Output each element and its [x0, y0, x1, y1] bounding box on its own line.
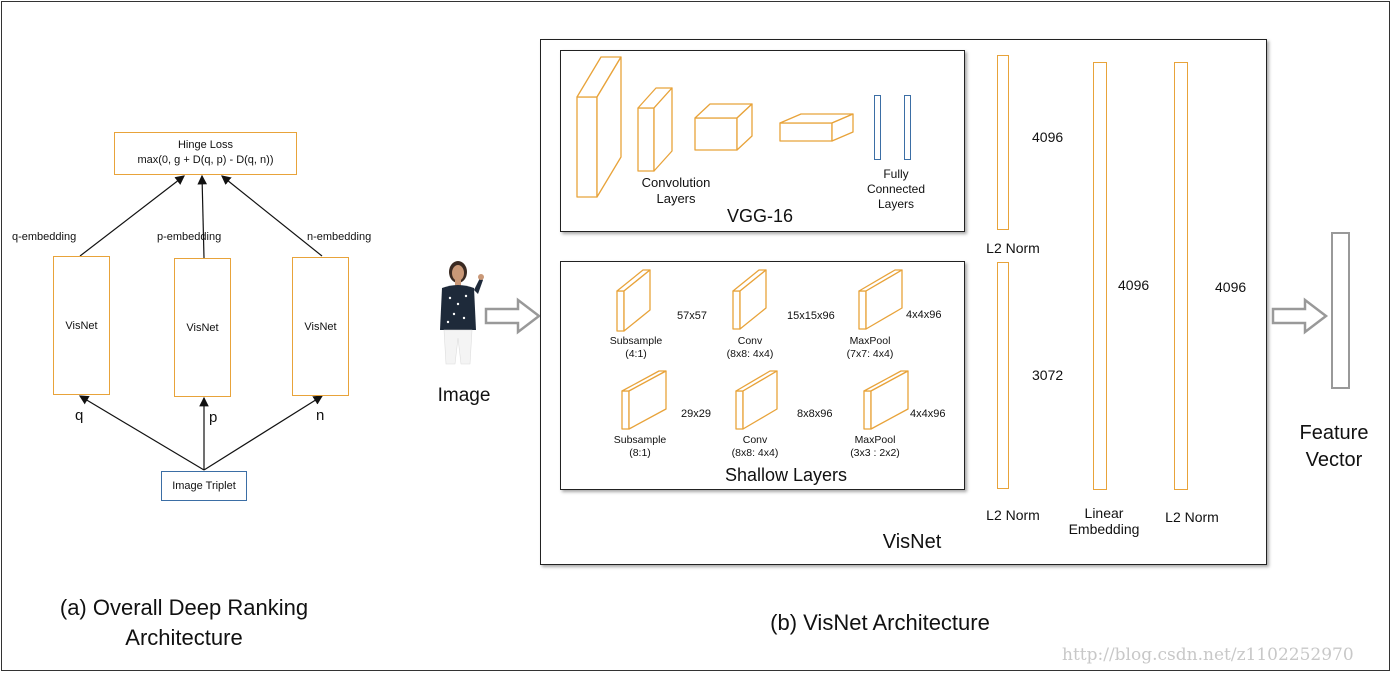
l2norm-bottom-label: L2 Norm [986, 507, 1040, 523]
l2norm-shallow-bar [997, 262, 1009, 489]
subsample-4-label: Subsample [609, 335, 663, 347]
shallow-layers-graphic [616, 269, 909, 430]
triplet-n-arrow [203, 395, 324, 471]
n-embedding-label: n-embedding [307, 231, 372, 243]
output-arrow [1271, 297, 1329, 335]
fc-layer-1 [874, 95, 881, 160]
maxpool-2-size: 4x4x96 [910, 408, 946, 420]
input-person-image [440, 261, 484, 365]
feature-vector-bar [1331, 232, 1350, 389]
subsample-4-param: (4:1) [625, 348, 647, 360]
subsample-8-label: Subsample [613, 434, 667, 446]
conv-2-label: Conv [742, 434, 768, 446]
feature-vector-label-1: Feature [1299, 422, 1369, 444]
q-embedding-label: q-embedding [12, 231, 77, 243]
conv-layers-label-2: Layers [656, 191, 696, 206]
n-embedding-arrow [221, 175, 323, 257]
visnet-box-q: VisNet [53, 256, 110, 395]
subsample-4-size: 57x57 [677, 310, 707, 322]
fc-label-2: Connected [866, 182, 926, 196]
conv-1-size: 15x15x96 [787, 310, 835, 322]
input-arrow [484, 297, 542, 335]
visnet-box-p: VisNet [174, 258, 231, 397]
visnet-box-n: VisNet [292, 257, 349, 396]
maxpool-2-label: MaxPool [854, 434, 896, 446]
conv-layers-label-1: Convolution [641, 175, 711, 190]
conv-1-param: (8x8: 4x4) [726, 348, 774, 360]
hinge-loss-formula: max(0, g + D(q, p) - D(q, n)) [137, 154, 274, 166]
q-embedding-arrow [79, 175, 185, 257]
l2norm-vgg-bar [997, 55, 1009, 230]
image-label: Image [437, 385, 491, 406]
linear-embedding-label-1: Linear [1084, 505, 1124, 521]
visnet-title: VisNet [882, 531, 942, 553]
dim-4096-vgg: 4096 [1032, 129, 1064, 145]
vgg-conv-layers-graphic [576, 56, 854, 198]
feature-vector-label-2: Vector [1305, 449, 1363, 471]
maxpool-2-param: (3x3 : 2x2) [850, 447, 900, 459]
caption-a-line1: (a) Overall Deep Ranking [59, 595, 309, 620]
conv-1-label: Conv [737, 335, 763, 347]
watermark: http://blog.csdn.net/z1102252970 [1062, 645, 1354, 665]
p-embedding-label: p-embedding [157, 231, 222, 243]
shallow-layers-title: Shallow Layers [724, 465, 848, 485]
ranking-arrows [78, 174, 324, 471]
visnet-label: VisNet [65, 320, 98, 332]
l2norm-top-label: L2 Norm [986, 240, 1040, 256]
p-embedding-arrow [197, 174, 208, 259]
conv-2-param: (8x8: 4x4) [731, 447, 779, 459]
l2norm-final-bar [1174, 62, 1188, 490]
dim-4096-final: 4096 [1215, 279, 1247, 295]
triplet-q-arrow [78, 395, 205, 471]
fc-layer-2 [904, 95, 911, 160]
visnet-label: VisNet [304, 321, 337, 333]
subsample-8-size: 29x29 [681, 408, 711, 420]
image-triplet-box: Image Triplet [161, 471, 247, 501]
hinge-loss-box: Hinge Loss max(0, g + D(q, p) - D(q, n)) [114, 132, 297, 175]
dim-3072-shallow: 3072 [1032, 367, 1064, 383]
dim-4096-linear: 4096 [1118, 277, 1150, 293]
vgg16-box [560, 50, 965, 232]
maxpool-1-size: 4x4x96 [906, 309, 942, 321]
conv-2-size: 8x8x96 [797, 408, 833, 420]
linear-embedding-label-2: Embedding [1068, 521, 1140, 537]
input-p-label: p [209, 409, 218, 426]
maxpool-1-param: (7x7: 4x4) [846, 348, 894, 360]
fc-label-3: Layers [877, 197, 915, 211]
caption-b: (b) VisNet Architecture [770, 610, 990, 635]
fc-label-1: Fully [883, 167, 909, 181]
visnet-label: VisNet [186, 322, 219, 334]
subsample-8-param: (8:1) [629, 447, 651, 459]
caption-a-line2: Architecture [125, 625, 243, 650]
input-q-label: q [75, 407, 84, 424]
l2norm-final-label: L2 Norm [1165, 509, 1219, 525]
hinge-loss-title: Hinge Loss [177, 139, 234, 151]
input-n-label: n [316, 407, 325, 424]
linear-embedding-bar [1093, 62, 1107, 490]
vgg16-title: VGG-16 [726, 206, 794, 226]
maxpool-1-label: MaxPool [849, 335, 891, 347]
image-triplet-label: Image Triplet [172, 480, 236, 492]
